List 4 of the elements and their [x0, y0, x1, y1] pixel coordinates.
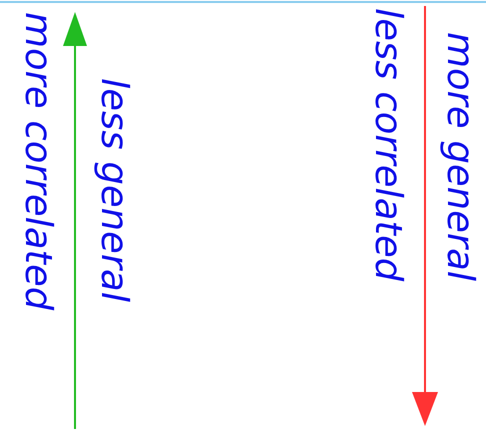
axis-label: less general — [94, 78, 134, 302]
axis-label: less correlated — [368, 8, 408, 282]
axis-label: more correlated — [18, 12, 58, 310]
axis-label: more general — [440, 32, 480, 282]
